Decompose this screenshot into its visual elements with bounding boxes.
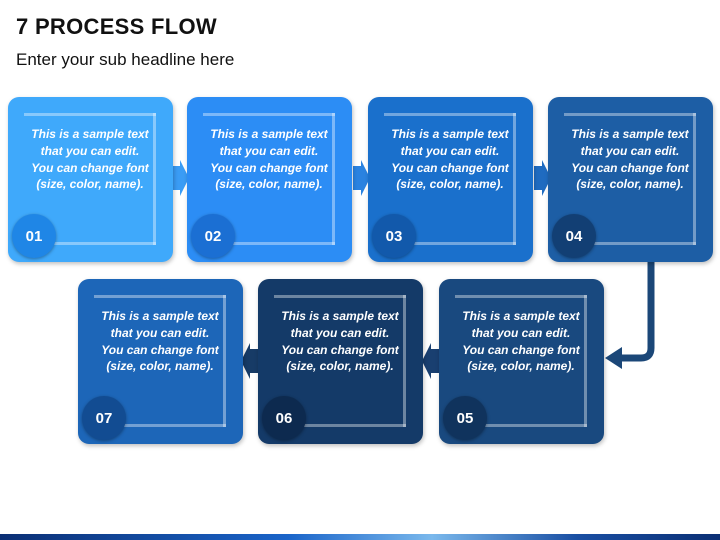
frame-line — [564, 113, 696, 116]
arrow-03-to-04 — [534, 160, 551, 196]
step-card-05: This is a sample text that you can edit.… — [439, 279, 604, 444]
frame-line — [223, 295, 226, 427]
bottom-accent-bar — [0, 534, 720, 540]
page-subtitle: Enter your sub headline here — [16, 50, 235, 69]
step-card-06: This is a sample text that you can edit.… — [258, 279, 423, 444]
step-frame — [24, 113, 156, 245]
frame-line — [403, 295, 406, 427]
frame-line — [203, 242, 335, 245]
frame-line — [274, 424, 406, 427]
frame-line — [693, 113, 696, 245]
step-frame — [455, 295, 587, 427]
arrow-06-to-07 — [241, 343, 258, 379]
step-number-badge: 07 — [82, 396, 126, 440]
step-text[interactable]: This is a sample text that you can edit.… — [281, 309, 399, 374]
step-number-badge: 05 — [443, 396, 487, 440]
arrow-01-to-02 — [172, 160, 189, 196]
step-card-01: This is a sample text that you can edit.… — [8, 97, 173, 262]
frame-line — [564, 242, 696, 245]
frame-line — [513, 113, 516, 245]
arrow-02-to-03 — [353, 160, 370, 196]
frame-line — [274, 295, 406, 298]
step-frame — [274, 295, 406, 427]
frame-line — [94, 424, 226, 427]
step-frame — [94, 295, 226, 427]
step-text[interactable]: This is a sample text that you can edit.… — [391, 127, 509, 192]
step-number-badge: 04 — [552, 214, 596, 258]
arrow-04-to-05 — [620, 258, 655, 362]
frame-line — [584, 295, 587, 427]
step-number-badge: 06 — [262, 396, 306, 440]
step-number-badge: 02 — [191, 214, 235, 258]
step-frame — [203, 113, 335, 245]
arrow-05-to-06 — [422, 343, 439, 379]
frame-line — [384, 242, 516, 245]
step-card-04: This is a sample text that you can edit.… — [548, 97, 713, 262]
step-card-07: This is a sample text that you can edit.… — [78, 279, 243, 444]
step-frame — [384, 113, 516, 245]
frame-line — [24, 113, 156, 116]
step-text[interactable]: This is a sample text that you can edit.… — [31, 127, 149, 192]
frame-line — [384, 113, 516, 116]
step-text[interactable]: This is a sample text that you can edit.… — [571, 127, 689, 192]
page-title: 7 PROCESS FLOW — [16, 14, 217, 39]
step-number-badge: 03 — [372, 214, 416, 258]
step-text[interactable]: This is a sample text that you can edit.… — [101, 309, 219, 374]
step-text[interactable]: This is a sample text that you can edit.… — [210, 127, 328, 192]
frame-line — [94, 295, 226, 298]
step-text[interactable]: This is a sample text that you can edit.… — [462, 309, 580, 374]
step-card-03: This is a sample text that you can edit.… — [368, 97, 533, 262]
step-card-02: This is a sample text that you can edit.… — [187, 97, 352, 262]
arrow-04-to-05-head — [605, 347, 622, 369]
frame-line — [455, 295, 587, 298]
frame-line — [332, 113, 335, 245]
frame-line — [24, 242, 156, 245]
frame-line — [203, 113, 335, 116]
frame-line — [153, 113, 156, 245]
step-frame — [564, 113, 696, 245]
frame-line — [455, 424, 587, 427]
step-number-badge: 01 — [12, 214, 56, 258]
